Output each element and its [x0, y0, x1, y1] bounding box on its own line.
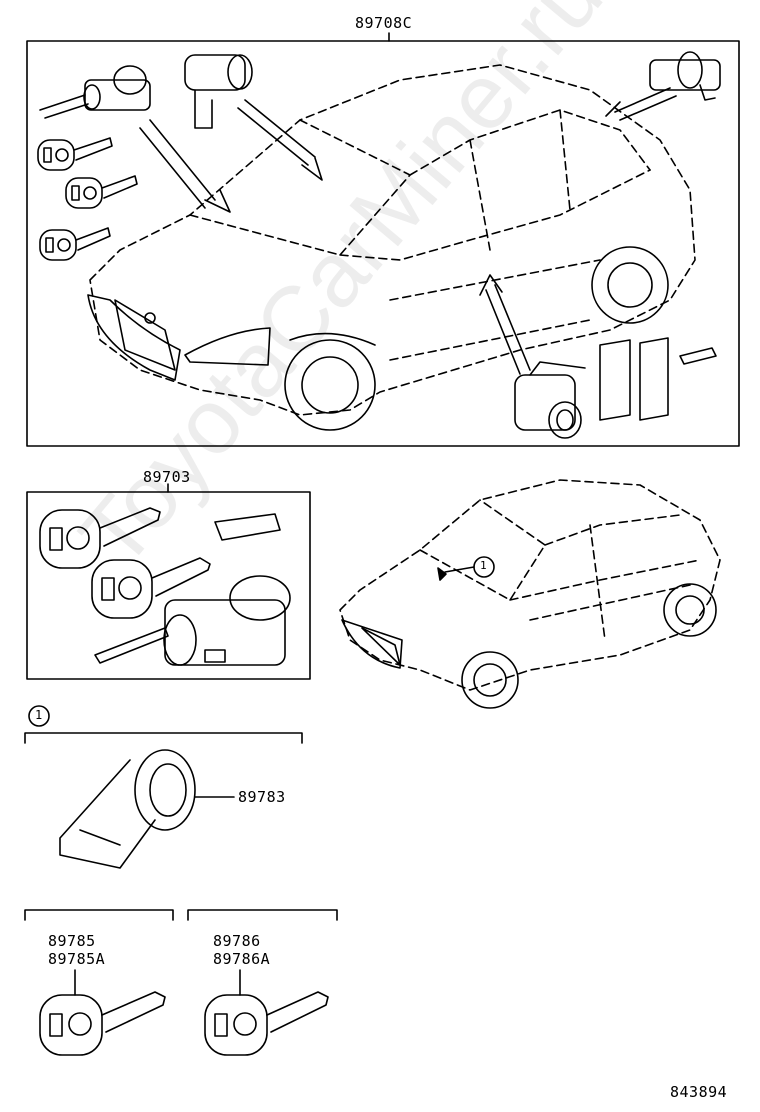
top-assembly-label: 89708C [355, 14, 413, 32]
top-door-lock-cylinder-icon [514, 361, 586, 439]
mid-assembly-label: 89703 [143, 468, 191, 486]
key-brackets [24, 909, 338, 921]
ring-part-icon [59, 749, 235, 869]
top-right-lock-icon [649, 51, 721, 101]
key-left-label-b: 89785A [48, 950, 106, 968]
section-1-marker [24, 705, 303, 744]
mid-keys [39, 507, 291, 666]
callout-number: 1 [480, 559, 488, 572]
top-ignition-cylinder-icon [184, 54, 253, 129]
callout-circle [437, 556, 495, 581]
top-assembly-frame [26, 32, 740, 447]
top-car-body-solid [87, 246, 669, 431]
key-left-label-a: 89785 [48, 932, 96, 950]
diagram-id: 843894 [670, 1083, 728, 1101]
top-car-outline-icon [89, 64, 696, 416]
mid-car-outline-icon [339, 479, 721, 691]
ring-part-label: 89783 [238, 788, 286, 806]
top-transponder-chip-icon [599, 337, 717, 421]
key-right-label-a: 89786 [213, 932, 261, 950]
bottom-right-key-icon [204, 969, 329, 1056]
mid-assembly-frame [26, 483, 311, 680]
top-arrows [139, 87, 677, 375]
top-left-keys [37, 65, 151, 261]
key-right-label-b: 89786A [213, 950, 271, 968]
section-number: 1 [35, 708, 43, 722]
mid-car-body-solid [341, 583, 717, 709]
bottom-left-key-icon [39, 969, 166, 1056]
